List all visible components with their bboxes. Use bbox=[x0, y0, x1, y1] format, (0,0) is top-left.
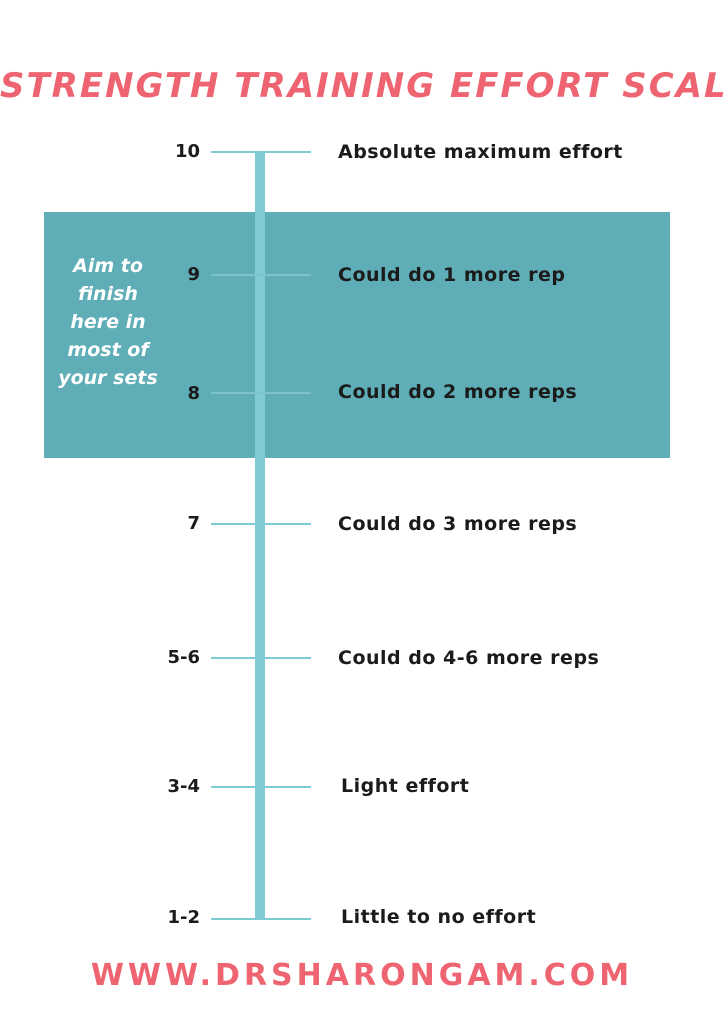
level-description: Could do 4-6 more reps bbox=[338, 647, 600, 669]
rpe-label: 8 bbox=[187, 383, 200, 404]
website-url: WWW.DRSHARONGAM.COM bbox=[90, 958, 634, 993]
rpe-label: 9 bbox=[187, 264, 200, 285]
rpe-label: 5-6 bbox=[167, 647, 200, 668]
rpe-label: 10 bbox=[174, 141, 200, 162]
scale-tick bbox=[211, 274, 311, 276]
rpe-label: 3-4 bbox=[167, 776, 200, 797]
level-description: Absolute maximum effort bbox=[338, 141, 623, 163]
target-zone-band bbox=[44, 212, 670, 458]
level-description: Could do 1 more rep bbox=[338, 264, 566, 286]
scale-tick bbox=[211, 523, 311, 525]
level-description: Little to no effort bbox=[341, 906, 537, 928]
rpe-label: 7 bbox=[187, 513, 200, 534]
effort-scale-axis bbox=[255, 151, 265, 919]
target-zone-note: Aim to finish here in most of your sets bbox=[58, 255, 158, 389]
level-description: Light effort bbox=[341, 775, 470, 797]
scale-tick bbox=[211, 786, 311, 788]
scale-tick bbox=[211, 392, 311, 394]
level-description: Could do 2 more reps bbox=[338, 381, 578, 403]
scale-tick bbox=[211, 657, 311, 659]
page-title: STRENGTH TRAINING EFFORT SCALE bbox=[0, 66, 724, 106]
level-description: Could do 3 more reps bbox=[338, 513, 578, 535]
scale-tick bbox=[211, 151, 311, 153]
scale-tick bbox=[211, 918, 311, 920]
rpe-label: 1-2 bbox=[167, 907, 200, 928]
